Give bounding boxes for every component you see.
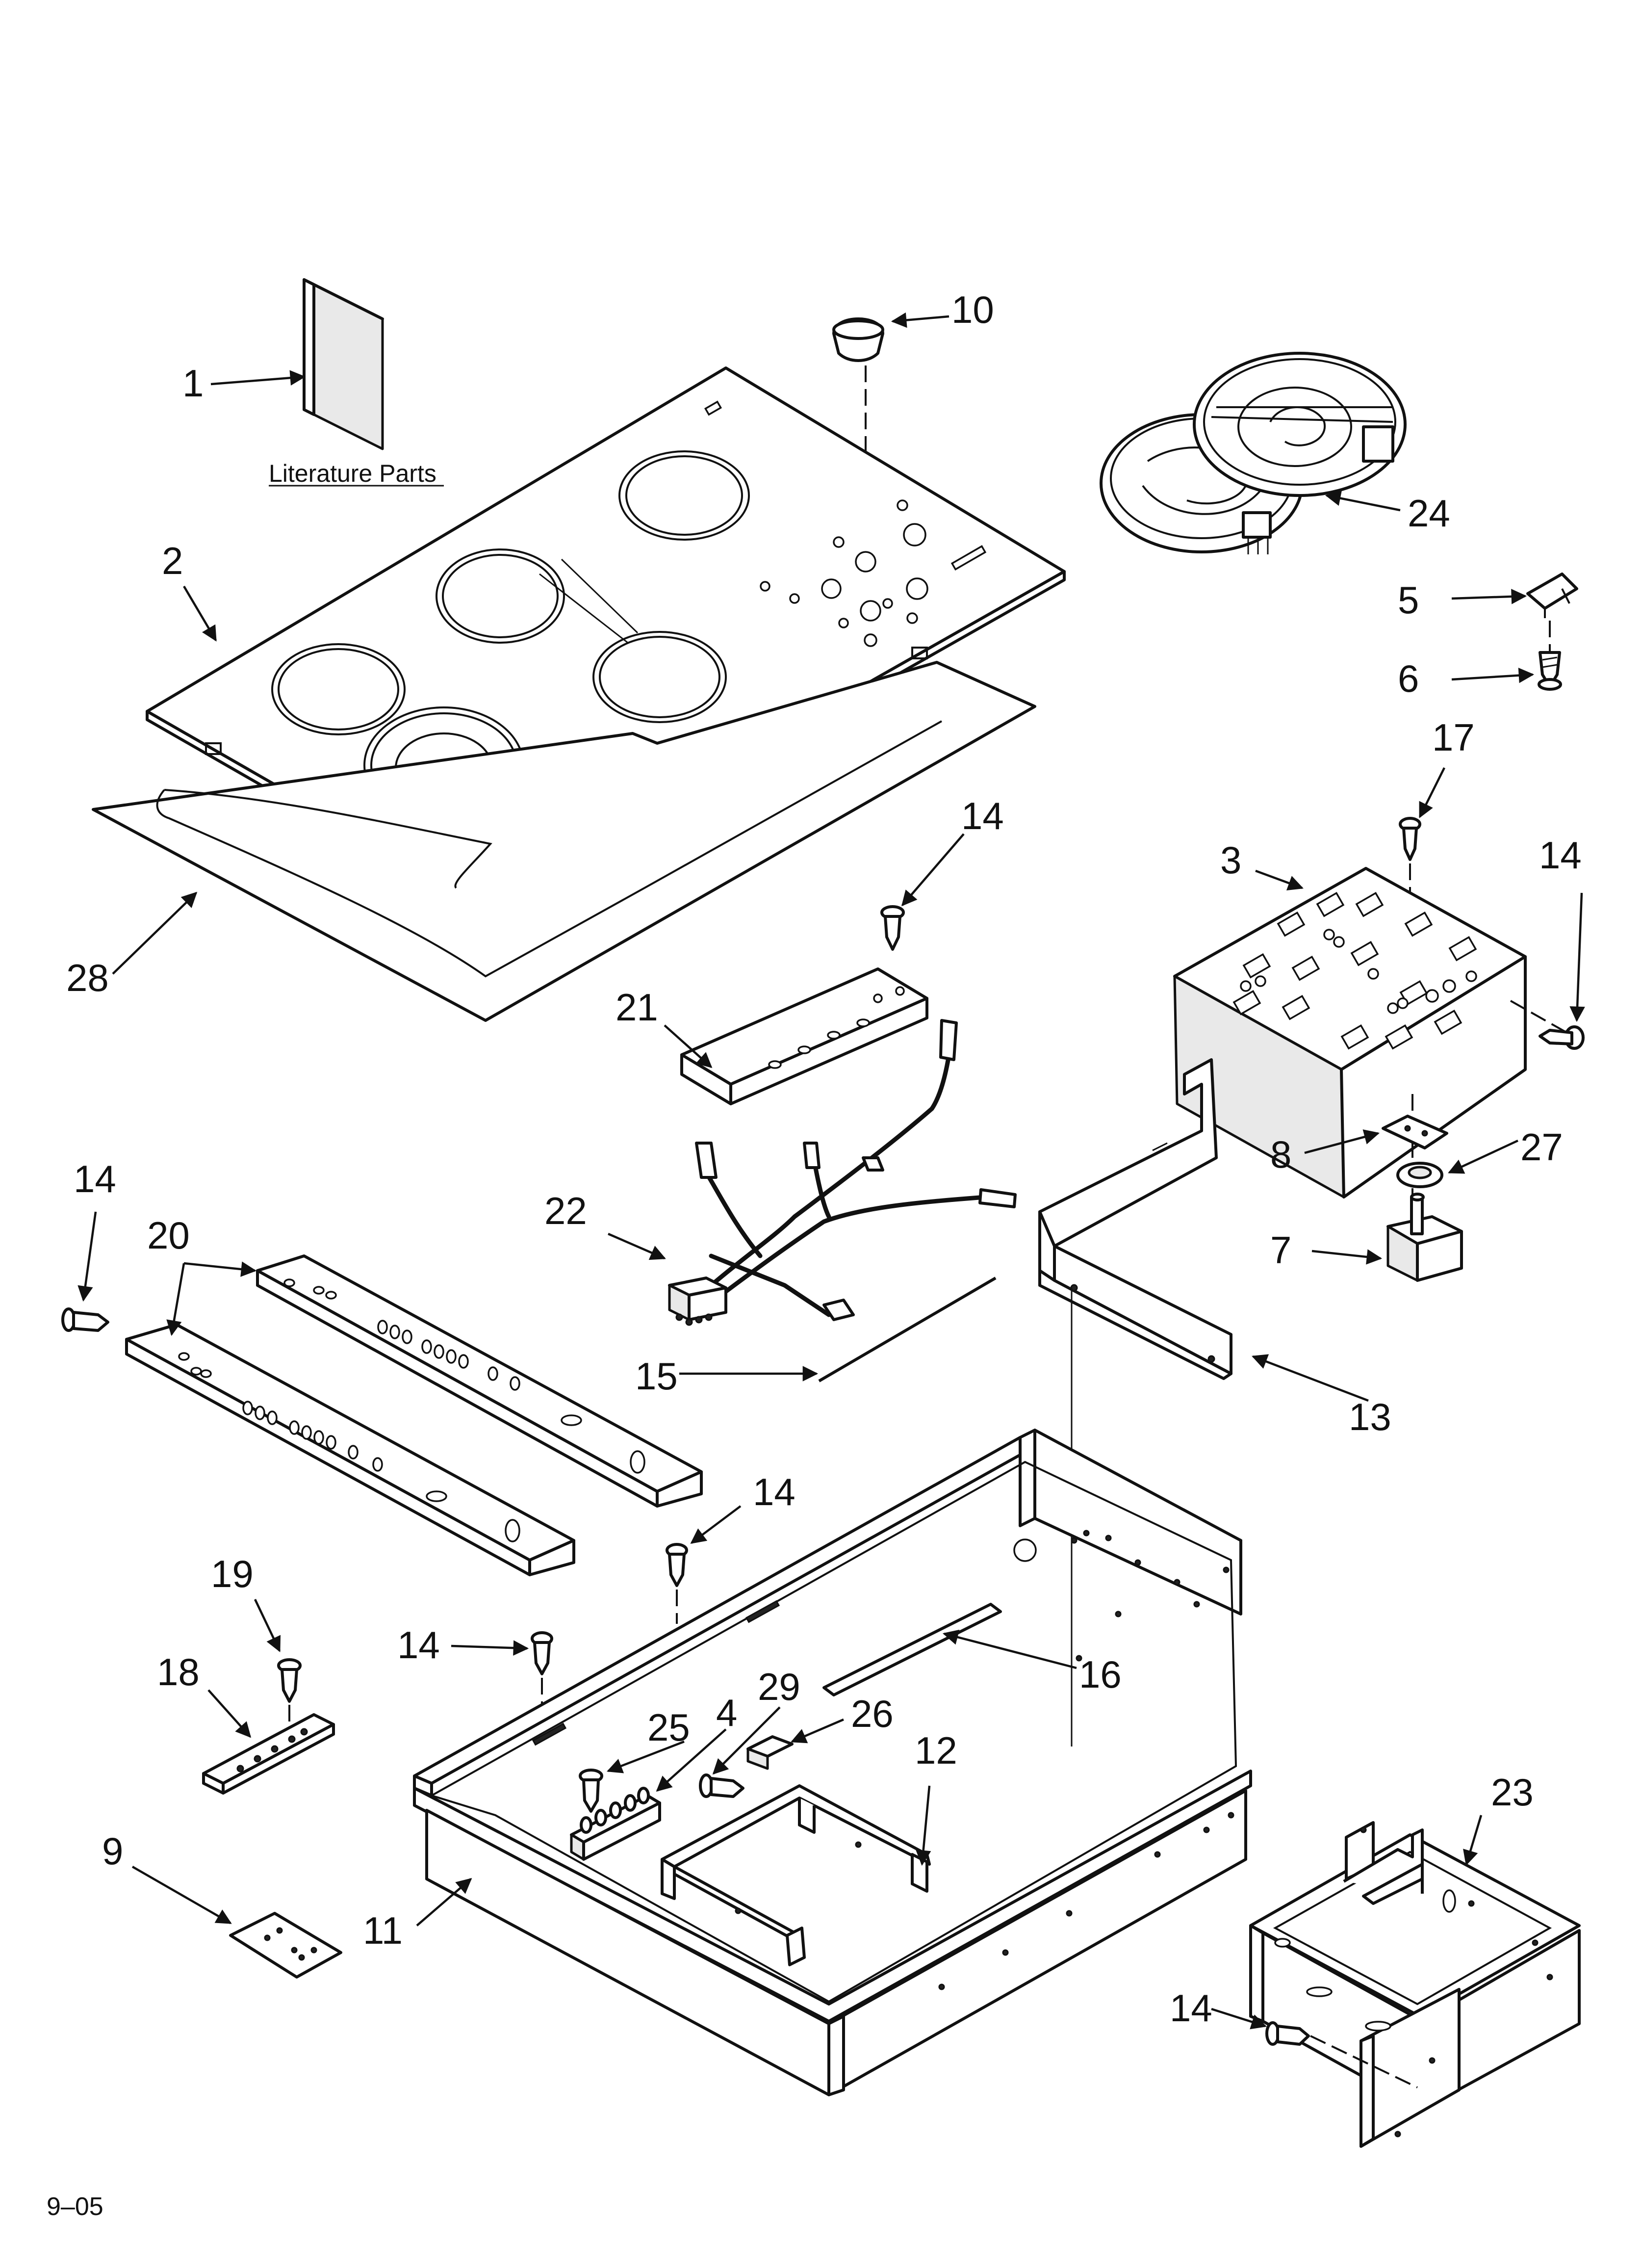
terminal-block [570,1787,661,1861]
callout-23: 23 [1491,1771,1534,1814]
callout-24: 24 [1408,492,1450,535]
screw-hex-top [880,905,905,951]
insulation-strip [822,1603,1002,1696]
element-screw [1538,651,1562,691]
callout-numbers: 1 2 3 4 5 6 7 8 9 10 11 12 13 14 14 14 1… [66,288,1582,2030]
screw-hex-mid-right [666,1543,688,1587]
terminal-screw [699,1773,744,1798]
callout-9: 9 [102,1829,123,1873]
cooktop-gasket [92,661,1036,1022]
literature-parts-booklet [303,278,384,450]
callout-19: 19 [211,1552,254,1595]
callout-12: 12 [915,1729,957,1772]
callout-20: 20 [147,1214,190,1257]
callout-28: 28 [66,956,109,999]
junction-screw-leader-dashed [1310,2035,1418,2088]
callout-1: 1 [182,362,204,405]
callout-5: 5 [1398,578,1419,622]
side-rail-front [125,1323,575,1576]
control-bracket-assembly [1173,867,1527,1199]
callout-29: 29 [758,1665,800,1708]
literature-parts-caption: Literature Parts [269,460,436,487]
element-clip [1526,573,1578,618]
callout-22: 22 [544,1189,587,1232]
callout-14-top: 14 [961,794,1004,837]
callout-17: 17 [1432,716,1475,759]
callout-16: 16 [1079,1653,1122,1696]
callout-15: 15 [635,1355,678,1398]
callout-7: 7 [1270,1228,1291,1272]
terminal-block-bracket [680,967,928,1105]
infinite-switch [1386,1193,1463,1282]
switch-washer [1396,1162,1443,1188]
screw-hex-mid-left [531,1631,553,1675]
callout-2: 2 [162,539,183,582]
callout-14-right: 14 [1539,834,1582,877]
callout-26: 26 [851,1692,894,1735]
rear-support-bracket [1038,1058,1232,1380]
callout-10: 10 [951,288,994,331]
callout-21: 21 [616,986,658,1029]
callout-3: 3 [1220,838,1241,882]
callout-25: 25 [647,1706,690,1749]
bracket-screw-small [277,1658,302,1703]
wire-harness [668,1019,1017,1326]
switch-insulator [1382,1115,1448,1149]
wire-rod [818,1277,997,1382]
callout-27: 27 [1520,1125,1563,1169]
bracket-side-screw [1539,1025,1585,1050]
callout-leaders [77,312,1585,2030]
junction-box-screw [1265,2021,1310,2046]
screw-hex-left [61,1307,109,1332]
terminal-block-screw [579,1769,603,1813]
wiring-label [746,1735,794,1770]
callout-14-mid-left: 14 [397,1623,440,1667]
callout-14-left: 14 [74,1157,116,1200]
radiant-surface-element [1100,352,1407,554]
callout-4: 4 [716,1691,737,1734]
small-mounting-bracket [202,1713,335,1795]
side-rail-rear [256,1254,703,1508]
bracket-screw-leader-dashed [1510,1000,1567,1034]
callout-14-bottom: 14 [1170,1986,1212,2030]
infinite-switch-screw [1399,817,1421,861]
cooktop-chassis-box [413,1429,1252,2096]
junction-box [1249,1821,1581,2148]
callout-18: 18 [157,1650,200,1694]
callout-14-mid: 14 [753,1470,795,1513]
control-knob [832,317,884,362]
callout-8: 8 [1270,1133,1291,1176]
callout-11: 11 [363,1909,403,1952]
callout-6: 6 [1398,657,1419,700]
mounting-plate [229,1912,342,1979]
revision-code: 9–05 [47,2192,103,2221]
callout-13: 13 [1349,1395,1391,1438]
